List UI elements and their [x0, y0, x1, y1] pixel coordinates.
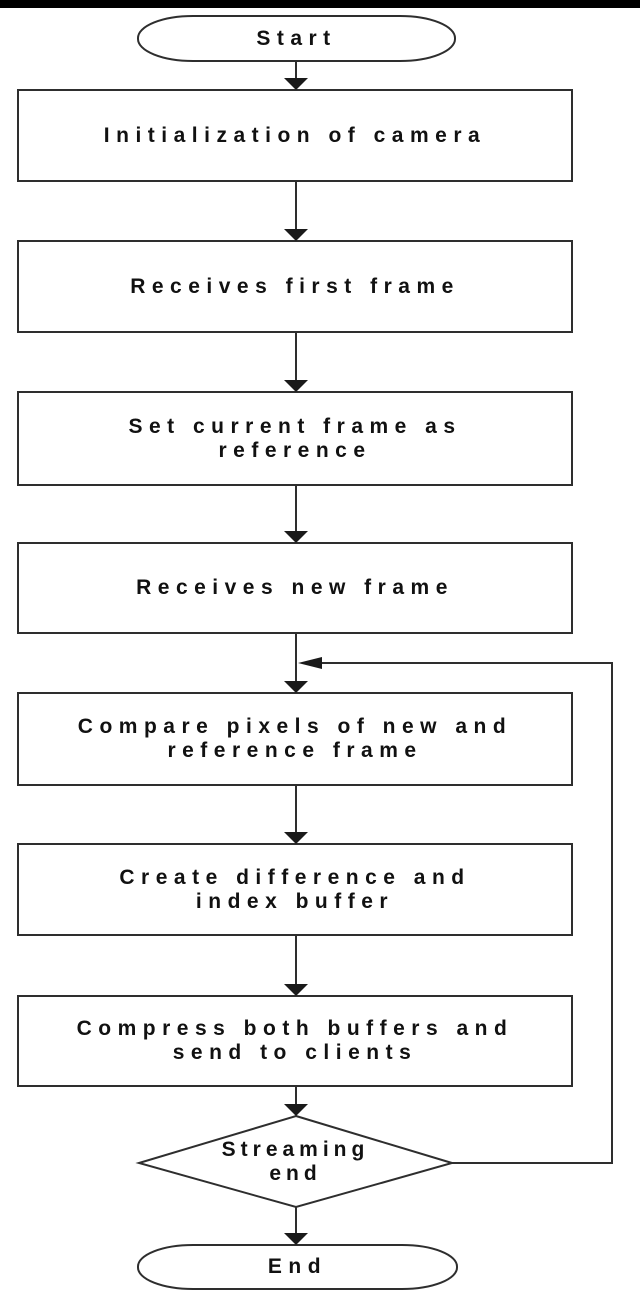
arrowhead-into-receive-new — [284, 531, 308, 543]
decision-diamond-streaming-end — [135, 1114, 456, 1209]
arrowhead-into-set-ref — [284, 380, 308, 392]
arrowhead-into-init — [284, 78, 308, 90]
arrowhead-loopback-left — [298, 657, 322, 669]
edge-loopback-decision-to-compare — [322, 662, 613, 1164]
process-box-create-buffers — [17, 843, 573, 936]
process-box-receive-first — [17, 240, 573, 333]
process-box-set-reference — [17, 391, 573, 486]
process-box-compress-send — [17, 995, 573, 1087]
arrowhead-into-end — [284, 1233, 308, 1245]
process-box-receive-new — [17, 542, 573, 634]
arrowhead-into-compare — [284, 681, 308, 693]
arrowhead-into-create — [284, 832, 308, 844]
start-terminator-shape — [137, 15, 456, 62]
arrowhead-into-compress — [284, 984, 308, 996]
top-border-bar — [0, 0, 640, 8]
arrowhead-into-decision — [284, 1104, 308, 1116]
arrowhead-into-receive-first — [284, 229, 308, 241]
end-terminator-shape — [137, 1244, 458, 1290]
process-box-init-camera — [17, 89, 573, 182]
process-box-compare-pixels — [17, 692, 573, 786]
